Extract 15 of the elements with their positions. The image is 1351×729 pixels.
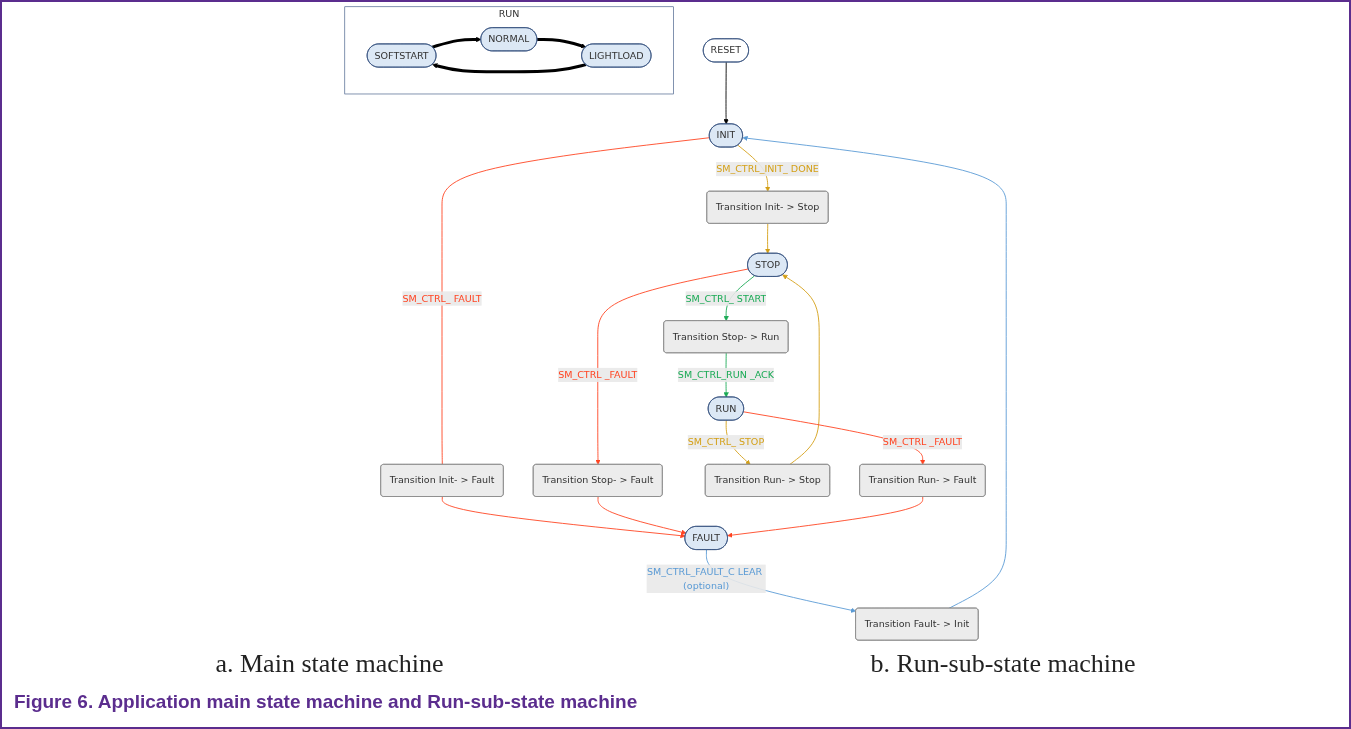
panel-caption: b. Run-sub-state machine (870, 649, 1136, 679)
arrow (537, 38, 587, 49)
edge-label: SM_CTRL_ STOP (687, 436, 765, 448)
edge-label: SM_CTRL_ FAULT (402, 292, 482, 304)
connector (441, 137, 711, 466)
figure-caption: Figure 6. Application main state machine and Run-sub-state machine (13, 690, 639, 714)
arrow (432, 63, 587, 74)
edge-label: SM_CTRL_ START (685, 292, 767, 304)
edge-label: SM_CTRL_INIT_ DONE (716, 163, 819, 175)
edge-label: SM_CTRL_RUN _ACK (677, 368, 774, 381)
edge-label: SM_CTRL _FAULT (558, 368, 638, 381)
edge-label: SM_CTRL_FAULT_C LEAR (optional) (647, 565, 763, 592)
arrow (431, 36, 482, 49)
edge-label: SM_CTRL _FAULT (882, 436, 963, 448)
panel-caption: a. Main state machine (215, 649, 444, 679)
